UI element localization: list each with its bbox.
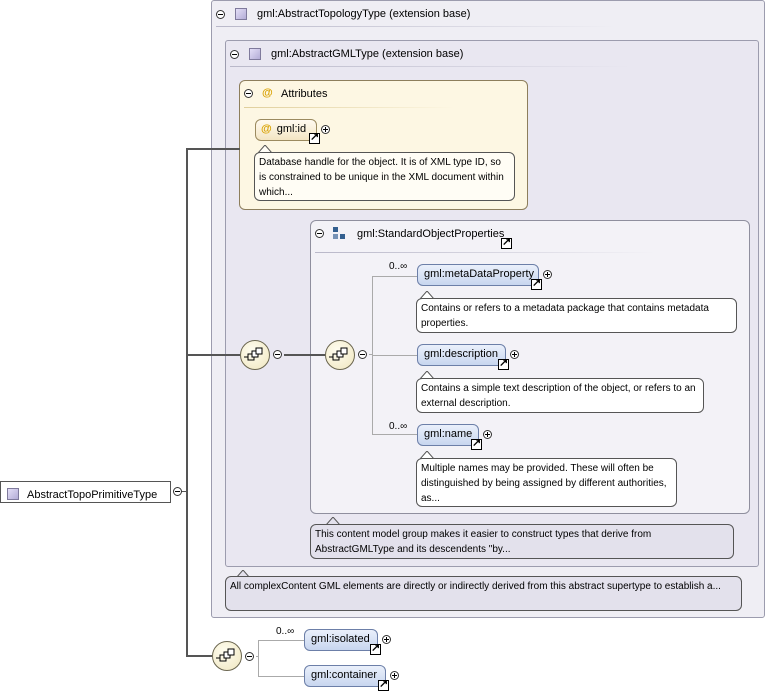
- element-name[interactable]: gml:name: [417, 424, 479, 446]
- connector-line: [369, 354, 373, 355]
- reference-link-icon[interactable]: [471, 437, 482, 450]
- group-icon: [333, 227, 345, 239]
- element-container[interactable]: gml:container: [304, 665, 386, 687]
- connector-line: [186, 148, 240, 150]
- connector-line: [372, 355, 417, 356]
- element-description[interactable]: gml:description: [417, 344, 506, 366]
- gml-type-doc: All complexContent GML elements are dire…: [225, 576, 742, 611]
- doc-callout-tail: [326, 517, 340, 525]
- group-label[interactable]: gml:StandardObjectProperties: [357, 228, 505, 240]
- element-name-label: gml:name: [424, 428, 473, 440]
- attribute-gml-id-label: gml:id: [276, 123, 307, 135]
- complex-type-icon: [235, 8, 247, 20]
- cardinality-label: 0..∞: [276, 626, 295, 637]
- header-separator: [216, 26, 616, 27]
- name-doc: Multiple names may be provided. These wi…: [416, 458, 677, 507]
- sequence-compositor-icon[interactable]: [325, 340, 355, 370]
- expand-element-icon[interactable]: [510, 350, 519, 359]
- group-doc: This content model group makes it easier…: [310, 524, 734, 559]
- reference-link-icon[interactable]: [498, 357, 509, 370]
- attributes-header: Attributes: [281, 88, 328, 100]
- reference-link-icon[interactable]: [370, 642, 381, 655]
- connector-line: [258, 640, 304, 641]
- complex-type-icon: [7, 488, 19, 500]
- doc-callout-tail: [420, 291, 434, 299]
- element-metadataproperty[interactable]: gml:metaDataProperty: [417, 264, 539, 286]
- connector-line: [186, 655, 212, 657]
- root-type-label: AbstractTopoPrimitiveType: [27, 489, 158, 501]
- complex-type-icon: [249, 48, 261, 60]
- header-separator: [230, 66, 630, 67]
- attribute-gml-id[interactable]: @ gml:id: [255, 119, 317, 141]
- connector-line: [186, 354, 240, 356]
- description-doc: Contains a simple text description of th…: [416, 378, 704, 413]
- element-description-label: gml:description: [424, 348, 498, 360]
- reference-link-icon[interactable]: [531, 277, 542, 290]
- expand-element-icon[interactable]: [390, 671, 399, 680]
- topology-type-label: gml:AbstractTopologyType (extension base…: [257, 8, 471, 20]
- connector-line: [256, 656, 259, 657]
- header-separator: [244, 107, 454, 108]
- reference-link-icon[interactable]: [378, 678, 389, 691]
- connector-line: [284, 354, 325, 356]
- connector-line: [372, 276, 417, 277]
- header-separator: [315, 252, 655, 253]
- gml-type-label: gml:AbstractGMLType (extension base): [271, 48, 464, 60]
- expand-attribute-icon[interactable]: [321, 125, 330, 134]
- expand-element-icon[interactable]: [382, 635, 391, 644]
- connector-line: [258, 640, 259, 676]
- element-isolated-label: gml:isolated: [311, 633, 370, 645]
- collapse-group-icon[interactable]: [315, 229, 324, 238]
- collapse-gml-type-icon[interactable]: [230, 50, 239, 59]
- sequence-compositor-icon[interactable]: [240, 340, 270, 370]
- element-container-label: gml:container: [311, 669, 378, 681]
- attribute-gml-id-doc: Database handle for the object. It is of…: [254, 152, 515, 201]
- collapse-sequence-icon[interactable]: [358, 350, 367, 359]
- sequence-compositor-icon[interactable]: [212, 641, 242, 671]
- collapse-attributes-icon[interactable]: [244, 89, 253, 98]
- connector-line: [180, 491, 187, 492]
- doc-callout-tail: [420, 371, 434, 379]
- doc-callout-tail: [258, 145, 272, 153]
- doc-callout-tail: [420, 451, 434, 459]
- connector-line: [186, 149, 188, 657]
- element-metadataproperty-label: gml:metaDataProperty: [424, 268, 535, 280]
- reference-link-icon[interactable]: [309, 131, 320, 144]
- connector-line: [372, 434, 417, 435]
- expand-element-icon[interactable]: [543, 270, 552, 279]
- collapse-root-icon[interactable]: [173, 487, 182, 496]
- cardinality-label: 0..∞: [389, 421, 408, 432]
- metadataproperty-doc: Contains or refers to a metadata package…: [416, 298, 737, 333]
- root-type-box[interactable]: AbstractTopoPrimitiveType: [0, 481, 171, 503]
- cardinality-label: 0..∞: [389, 261, 408, 272]
- reference-link-icon[interactable]: [501, 236, 512, 249]
- element-isolated[interactable]: gml:isolated: [304, 629, 378, 651]
- connector-line: [258, 676, 304, 677]
- attribute-at-icon: @: [262, 87, 273, 99]
- attribute-at-icon: @: [261, 123, 272, 135]
- collapse-topology-type-icon[interactable]: [216, 10, 225, 19]
- collapse-sequence-icon[interactable]: [273, 350, 282, 359]
- collapse-sequence-icon[interactable]: [245, 652, 254, 661]
- expand-element-icon[interactable]: [483, 430, 492, 439]
